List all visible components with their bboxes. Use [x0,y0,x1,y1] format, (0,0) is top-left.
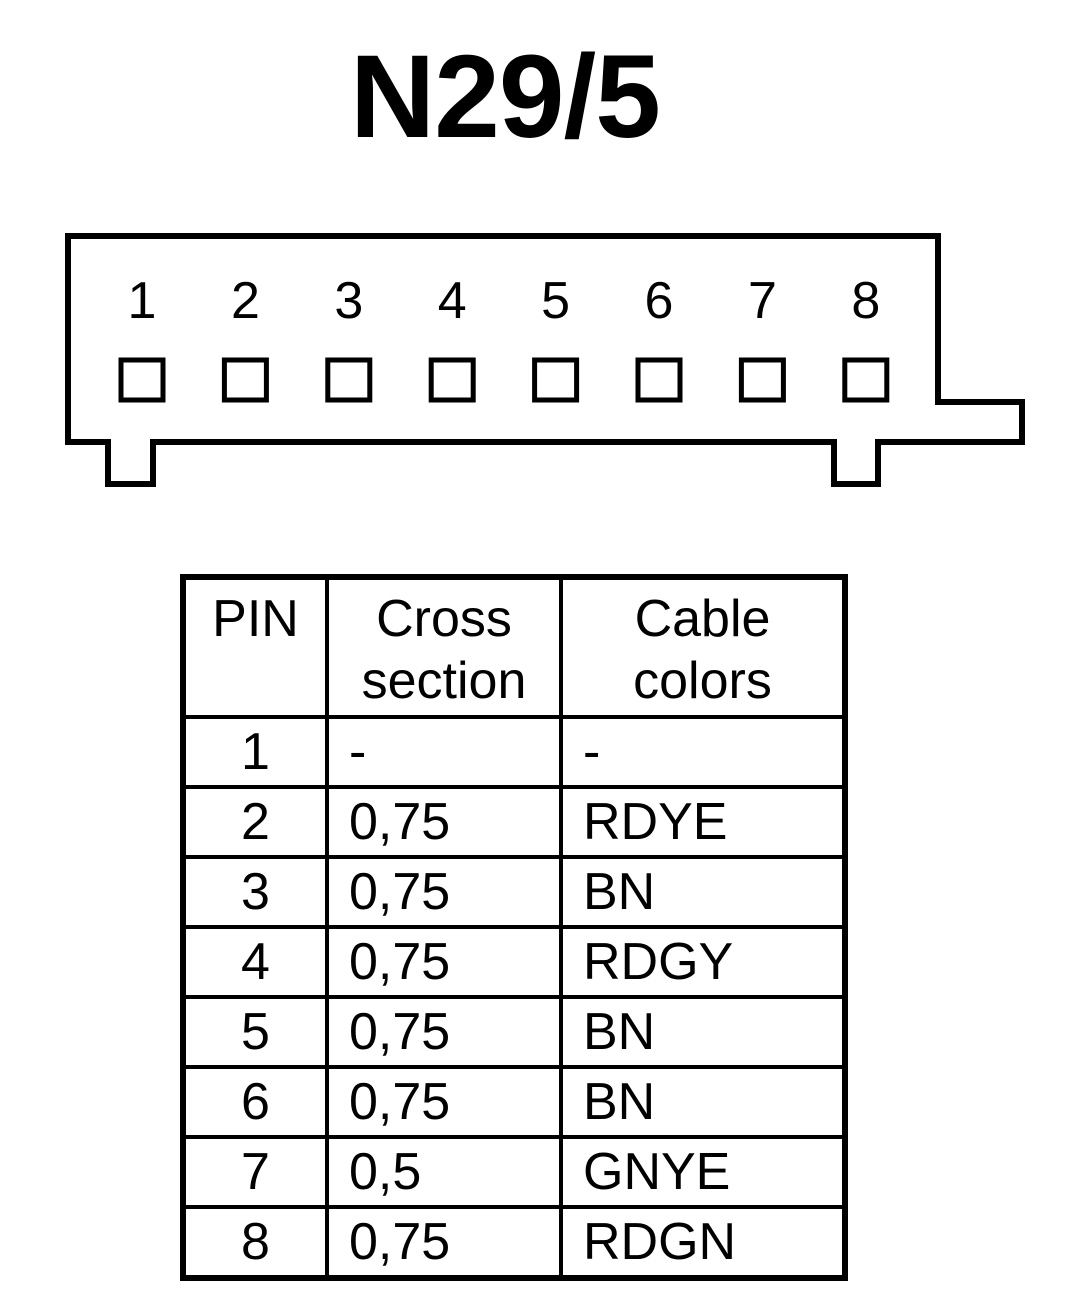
pin-socket [428,357,476,403]
cable-color-cell: BN [559,1065,847,1139]
pin-number-cell: 2 [181,785,329,859]
cross-section-cell: 0,75 [325,1205,563,1280]
pin-number-cell: 5 [181,995,329,1069]
cable-color-cell: - [559,715,847,789]
cable-color-cell: BN [559,855,847,929]
cross-section-cell: 0,75 [325,785,563,859]
table-row: 1-- [181,715,847,789]
table-header-row: PIN Cross section Cable colors [181,575,847,719]
cable-color-cell: BN [559,995,847,1069]
pin-number-cell: 7 [181,1135,329,1209]
pin-number-cell: 8 [181,1205,329,1280]
pin-number-label: 2 [231,272,260,330]
pin-number-label: 1 [128,272,157,330]
cross-section-cell: 0,75 [325,925,563,999]
pin-socket [325,357,373,403]
cross-section-cell: 0,75 [325,995,563,1069]
pin-number-cell: 6 [181,1065,329,1139]
pin-socket [635,357,683,403]
pin-socket [221,357,269,403]
pin-number-cell: 1 [181,715,329,789]
header-pin: PIN [181,575,329,719]
pin-number-label: 7 [748,272,777,330]
cross-section-cell: 0,75 [325,855,563,929]
cable-color-cell: RDGN [559,1205,847,1280]
connector-diagram: 1 2 3 4 5 6 7 8 [65,233,1025,487]
pin-number-label: 5 [541,272,570,330]
pin-socket [738,357,786,403]
pin-number-cell: 3 [181,855,329,929]
pin-socket [532,357,580,403]
cable-color-cell: RDYE [559,785,847,859]
pin-socket [842,357,890,403]
cable-color-cell: RDGY [559,925,847,999]
pin-number-label: 8 [851,272,880,330]
pin-number-label: 6 [645,272,674,330]
cross-section-cell: - [325,715,563,789]
cross-section-cell: 0,75 [325,1065,563,1139]
pin-socket [118,357,166,403]
cross-section-cell: 0,5 [325,1135,563,1209]
pin-number-label: 4 [438,272,467,330]
page-title: N29/5 [350,31,661,163]
pin-number-cell: 4 [181,925,329,999]
header-cable-colors: Cable colors [559,575,847,719]
pin-number-label: 3 [334,272,363,330]
cable-color-cell: GNYE [559,1135,847,1209]
header-cross-section: Cross section [325,575,563,719]
connector-housing [65,233,1025,487]
